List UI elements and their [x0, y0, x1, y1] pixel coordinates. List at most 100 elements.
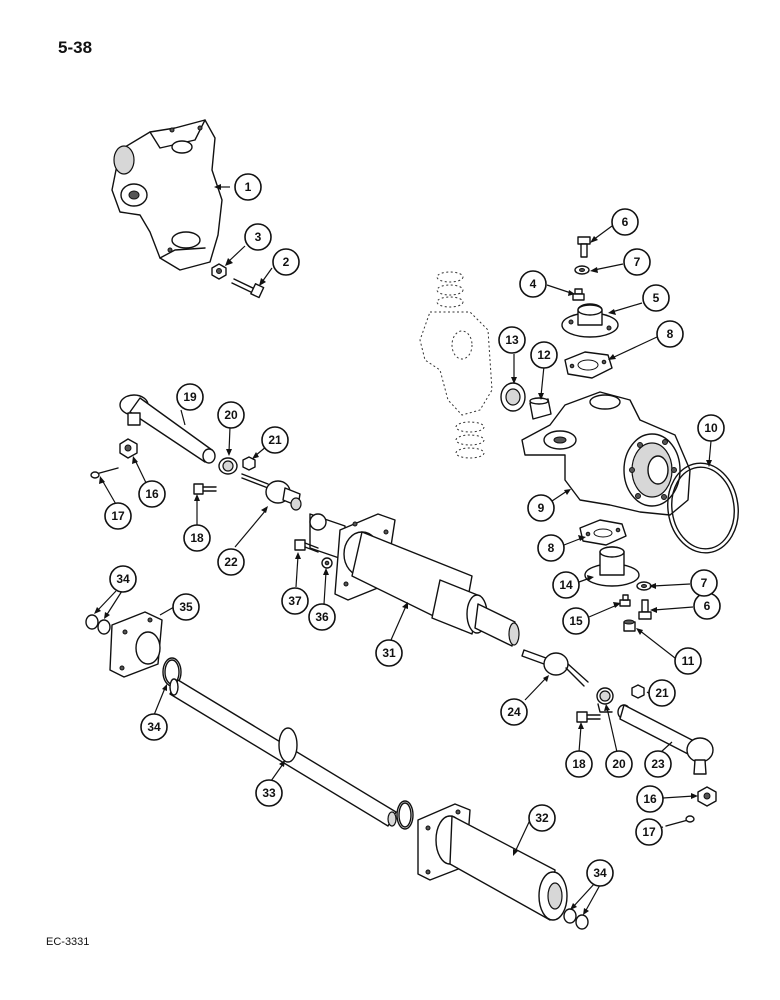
svg-text:9: 9	[538, 501, 545, 515]
svg-text:14: 14	[559, 578, 573, 592]
grease-nipple-part-4	[572, 288, 585, 301]
svg-text:33: 33	[262, 786, 276, 800]
callout-34-left: 34	[140, 713, 168, 741]
callout-21-right: 21	[648, 679, 676, 707]
svg-text:3: 3	[255, 230, 262, 244]
o-ring-part-34-mid	[396, 800, 414, 830]
callout-17-left: 17	[104, 502, 132, 530]
svg-text:18: 18	[572, 757, 586, 771]
callout-16-right: 16	[636, 785, 664, 813]
steering-knuckle-part-9	[521, 391, 691, 516]
svg-text:4: 4	[530, 277, 537, 291]
callout-35: 35	[172, 593, 200, 621]
svg-text:1: 1	[245, 180, 252, 194]
svg-text:15: 15	[569, 614, 583, 628]
plug-part-11	[623, 619, 636, 632]
svg-text:7: 7	[701, 576, 708, 590]
callout-5: 5	[642, 284, 670, 312]
callout-8-bottom: 8	[537, 534, 565, 562]
callout-14: 14	[552, 571, 580, 599]
svg-text:16: 16	[145, 487, 159, 501]
svg-text:23: 23	[651, 757, 665, 771]
nut-part-16-right	[697, 786, 717, 807]
callout-37: 37	[281, 587, 309, 615]
callout-23: 23	[644, 750, 672, 778]
bushing-part-12	[529, 397, 552, 420]
callout-33: 33	[255, 779, 283, 807]
bolt-part-37	[294, 539, 319, 553]
nut-part-3	[211, 263, 227, 280]
bolt-part-18-right	[576, 711, 601, 723]
callout-10: 10	[697, 414, 725, 442]
svg-text:19: 19	[183, 390, 197, 404]
svg-text:32: 32	[535, 811, 549, 825]
o-rings-part-34-bottom	[563, 908, 589, 930]
clamp-part-20-right	[596, 687, 614, 713]
inner-tie-rod-part-22	[241, 473, 302, 511]
inner-tie-rod-part-24	[521, 649, 589, 687]
svg-text:22: 22	[224, 555, 238, 569]
svg-text:18: 18	[190, 531, 204, 545]
callout-2: 2	[272, 248, 300, 276]
cap-part-14	[584, 546, 640, 587]
steering-cylinder-part-31	[309, 513, 520, 647]
callout-20-left: 20	[217, 401, 245, 429]
callout-19: 19	[176, 383, 204, 411]
svg-text:36: 36	[315, 610, 329, 624]
dotted-kingpin-housing	[419, 271, 493, 459]
svg-text:17: 17	[111, 509, 125, 523]
svg-text:16: 16	[643, 792, 657, 806]
callout-18-right: 18	[565, 750, 593, 778]
callout-17-right: 17	[635, 818, 663, 846]
svg-text:21: 21	[268, 433, 282, 447]
svg-text:10: 10	[704, 421, 718, 435]
leader-lines	[94, 184, 712, 915]
svg-text:20: 20	[612, 757, 626, 771]
clamp-part-20-left	[218, 457, 238, 475]
bolt-part-2	[231, 278, 265, 299]
svg-text:35: 35	[179, 600, 193, 614]
bolt-part-18-left	[193, 483, 217, 495]
tie-rod-end-part-19	[119, 394, 216, 464]
cotter-pin-part-17-right	[665, 815, 695, 827]
callout-21-left: 21	[261, 426, 289, 454]
callout-9: 9	[527, 494, 555, 522]
svg-text:21: 21	[655, 686, 669, 700]
piston-rod-part-33	[169, 678, 397, 827]
tie-rod-end-part-23	[617, 704, 714, 775]
nut-part-21-left	[242, 456, 256, 471]
callout-6-top: 6	[611, 208, 639, 236]
callout-11: 11	[674, 647, 702, 675]
o-ring-part-10	[667, 462, 739, 554]
svg-text:20: 20	[224, 408, 238, 422]
svg-text:34: 34	[593, 866, 607, 880]
washer-part-36	[321, 557, 333, 569]
callout-13: 13	[498, 326, 526, 354]
callout-4: 4	[519, 270, 547, 298]
nut-part-16-left	[119, 438, 138, 459]
bolt-part-6-top	[577, 236, 591, 258]
callout-22: 22	[217, 548, 245, 576]
callout-34-top: 34	[109, 565, 137, 593]
o-rings-part-34-top	[85, 614, 111, 635]
cylinder-tube-part-32	[417, 803, 568, 921]
bolt-part-6-bottom	[638, 599, 652, 620]
callout-12: 12	[530, 341, 558, 369]
callout-16-left: 16	[138, 480, 166, 508]
cotter-pin-part-17-left	[90, 467, 119, 479]
nut-part-21-right	[631, 684, 645, 699]
svg-text:8: 8	[548, 541, 555, 555]
cap-part-5	[561, 303, 619, 338]
callout-3: 3	[244, 223, 272, 251]
callout-20-right: 20	[605, 750, 633, 778]
page-number: 5-38	[58, 38, 93, 57]
seal-part-13	[500, 382, 526, 412]
svg-text:17: 17	[642, 825, 656, 839]
figure-code: EC-3331	[46, 936, 90, 948]
svg-text:24: 24	[507, 705, 521, 719]
svg-text:34: 34	[116, 572, 130, 586]
svg-text:37: 37	[288, 594, 302, 608]
svg-text:2: 2	[283, 255, 290, 269]
axle-bracket-part	[111, 119, 223, 271]
